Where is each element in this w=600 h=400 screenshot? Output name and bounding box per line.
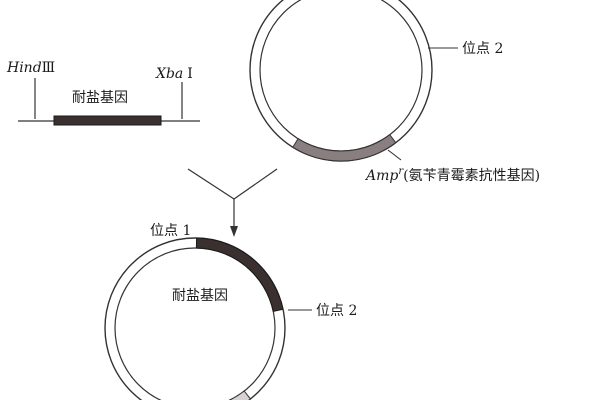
recombinant-site1-label: 位点 1 xyxy=(150,223,191,239)
plasmid-site2-label: 位点 2 xyxy=(462,41,503,57)
arrow-head xyxy=(230,226,238,237)
combination-arrow xyxy=(187,168,278,237)
fragment-gene-label: 耐盐基因 xyxy=(72,89,128,106)
recombinant-site2-label: 位点 2 xyxy=(316,303,357,319)
amp-leader xyxy=(387,149,402,161)
recombinant-outer-ring xyxy=(104,237,286,400)
recombinant-inner-ring xyxy=(114,247,276,400)
salt-tolerance-gene-segment xyxy=(53,115,162,126)
amp-label: Ampr(氨苄青霉素抗性基因) xyxy=(364,166,540,184)
recombinant-amp-segment xyxy=(228,390,252,400)
inserted-salt-gene-segment xyxy=(195,237,284,312)
plasmid-outer-ring xyxy=(249,0,433,162)
amp-resistance-gene-segment xyxy=(292,133,397,162)
recombinant-gene-label: 耐盐基因 xyxy=(172,287,228,304)
recombinant-plasmid: 位点 1 耐盐基因 位点 2 xyxy=(104,223,357,400)
arrow-left-arm xyxy=(187,168,235,200)
hindiii-label: HindⅢ xyxy=(6,60,55,76)
plasmid-inner-ring xyxy=(259,0,423,152)
original-plasmid: 位点 2 Ampr(氨苄青霉素抗性基因) xyxy=(249,0,540,184)
arrow-right-arm xyxy=(233,168,278,200)
